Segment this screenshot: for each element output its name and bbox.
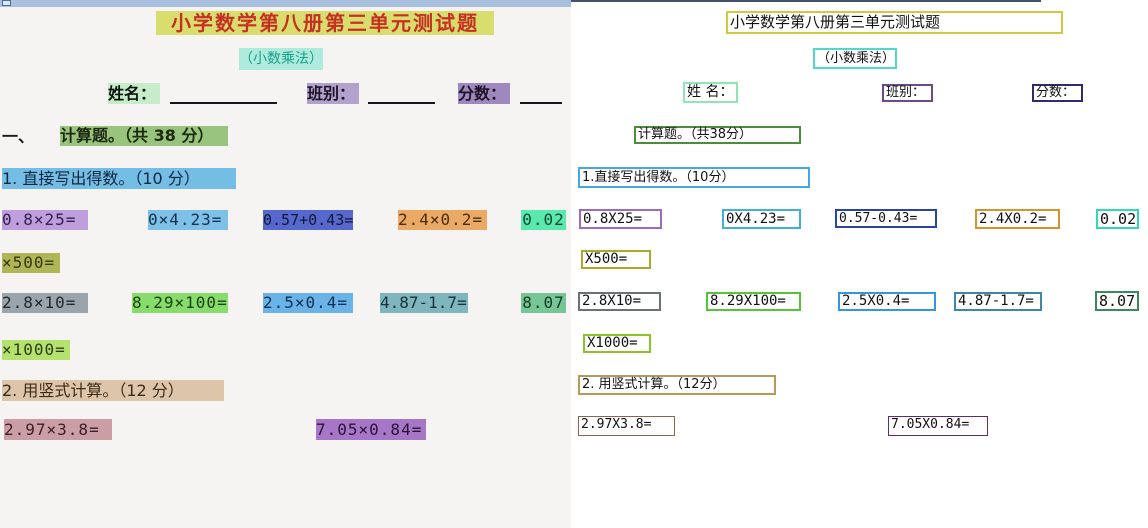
eq-4.87minus1.7-highlight[interactable]: 4.87-1.7= [380,293,468,313]
class-label-ocr-box[interactable]: 班别： [882,84,933,102]
subtitle-ocr-box[interactable]: （小数乘法） [813,48,897,69]
eq-7.05x0.84-highlight[interactable]: 7.05×0.84= [316,419,426,440]
name-label[interactable]: 姓名： [108,83,160,104]
eq-7.05x0.84-ocr-box[interactable]: 7.05X0.84= [888,416,988,436]
eq-0x4.23-ocr-box[interactable]: 0X4.23= [722,209,801,229]
eq-8.29x100-ocr-box[interactable]: 8.29X100= [706,292,801,311]
eq-0.02-ocr-box[interactable]: 0.02 [1096,209,1139,229]
eq-2.8x10-highlight[interactable]: 2.8×10= [2,293,88,313]
window-icon [2,0,11,6]
eq-2.4x0.2-highlight[interactable]: 2.4×0.2= [398,210,487,230]
eq-x1000-highlight[interactable]: ×1000= [2,340,70,360]
eq-0.02-highlight[interactable]: 0.02 [521,210,566,230]
eq-2.97x3.8-highlight[interactable]: 2.97×3.8= [4,419,112,440]
class-underline [368,102,435,104]
subtitle-highlight[interactable]: （小数乘法） [239,48,323,70]
section-marker: 一、 [2,127,35,146]
eq-0x4.23-highlight[interactable]: 0×4.23= [148,210,228,230]
score-label-ocr-box[interactable]: 分数： [1032,84,1083,102]
eq-0.8x25-ocr-box[interactable]: 0.8X25= [579,209,662,229]
q1-heading-highlight[interactable]: 1. 直接写出得数。（10 分） [2,168,236,189]
eq-0.8x25-highlight[interactable]: 0.8×25= [2,210,88,230]
class-label[interactable]: 班别： [307,83,359,104]
q1-heading-ocr-box[interactable]: 1.直接写出得数。（10分） [578,167,810,188]
right-panel-topline [571,0,1041,2]
q2-heading-highlight[interactable]: 2. 用竖式计算。（12 分） [2,380,224,401]
score-underline [520,102,562,104]
source-document-panel: 小学数学第八册第三单元测试题 （小数乘法） 姓名： 班别： 分数： 一、 计算题… [0,0,571,528]
name-underline [170,102,277,104]
eq-2.4x0.2-ocr-box[interactable]: 2.4X0.2= [975,209,1060,229]
eq-2.5x0.4-ocr-box[interactable]: 2.5X0.4= [838,292,936,311]
eq-8.29x100-highlight[interactable]: 8.29×100= [132,293,228,313]
eq-8.07-ocr-box[interactable]: 8.07 [1095,291,1139,311]
q2-heading-ocr-box[interactable]: 2. 用竖式计算。（12分） [578,375,776,395]
eq-8.07-highlight[interactable]: 8.07 [521,293,566,313]
eq-2.97x3.8-ocr-box[interactable]: 2.97X3.8= [578,416,675,436]
title-ocr-box[interactable]: 小学数学第八册第三单元测试题 [726,11,1063,34]
name-label-ocr-box[interactable]: 姓 名： [683,82,738,103]
eq-4.87minus1.7-ocr-box[interactable]: 4.87-1.7= [954,292,1042,311]
eq-x500-highlight[interactable]: ×500= [2,253,60,273]
eq-2.8x10-ocr-box[interactable]: 2.8X10= [578,292,661,311]
eq-0.57plus0.43-highlight[interactable]: 0.57+0.43= [263,210,354,230]
eq-x1000-ocr-box[interactable]: X1000= [583,334,651,353]
ocr-result-panel [571,0,1148,528]
window-titlebar-fragment [0,0,571,7]
title-highlight[interactable]: 小学数学第八册第三单元测试题 [156,11,494,35]
eq-0.57minus0.43-ocr-box[interactable]: 0.57-0.43= [835,209,937,228]
section-heading-ocr-box[interactable]: 计算题。（共38分） [634,126,801,144]
eq-x500-ocr-box[interactable]: X500= [581,250,651,269]
section-heading-highlight[interactable]: 计算题。（共 38 分） [60,126,228,146]
score-label[interactable]: 分数： [458,83,510,104]
eq-2.5x0.4-highlight[interactable]: 2.5×0.4= [263,293,353,313]
